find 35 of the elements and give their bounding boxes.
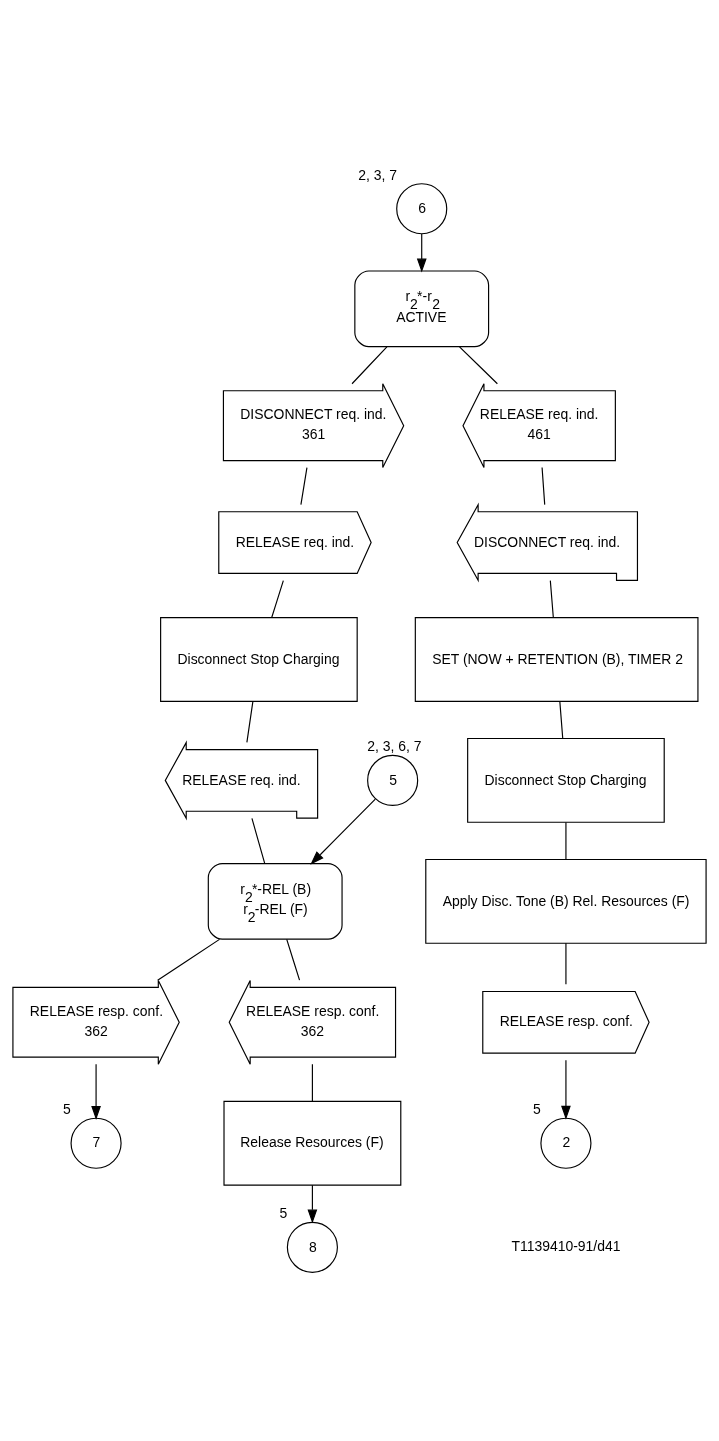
- node-label: 2, 3, 6, 7: [367, 738, 422, 755]
- connector: [271, 580, 284, 619]
- arrow: [561, 1059, 571, 1120]
- node-box: Release Resources (F): [223, 1100, 402, 1186]
- arrow: [91, 1063, 101, 1120]
- connector: [549, 580, 554, 619]
- label: T1139410-91/d41: [511, 1237, 621, 1254]
- node-box: Disconnect Stop Charging: [160, 617, 358, 702]
- node-box: SET (NOW + RETENTION (B), TIMER 2: [414, 617, 699, 702]
- node-label: 2, 3, 7: [358, 166, 397, 183]
- node-circle: 8: [286, 1221, 338, 1273]
- arrow: [310, 798, 376, 865]
- connector: [458, 346, 498, 385]
- node-label: 5: [279, 1205, 288, 1222]
- connector: [565, 821, 567, 860]
- connector: [300, 466, 308, 506]
- connector: [157, 938, 221, 981]
- connector: [565, 942, 567, 985]
- node-label: 5: [63, 1101, 71, 1118]
- connector: [251, 817, 266, 864]
- node-circle: 6: [396, 183, 448, 235]
- arrow: [416, 233, 427, 273]
- node-circle: 5: [367, 754, 419, 806]
- connector: [559, 700, 564, 739]
- node-box: Disconnect Stop Charging: [467, 737, 665, 823]
- node-circle: 2: [540, 1117, 592, 1169]
- connector: [286, 938, 301, 981]
- node-label: 5: [532, 1101, 541, 1118]
- connector: [351, 346, 388, 385]
- node-box: Apply Disc. Tone (B) Rel. Resources (F): [425, 858, 707, 944]
- node-circle: 7: [70, 1117, 122, 1169]
- arrow: [307, 1184, 318, 1224]
- connector: [311, 1063, 313, 1102]
- connector: [541, 466, 546, 506]
- connector: [246, 700, 254, 743]
